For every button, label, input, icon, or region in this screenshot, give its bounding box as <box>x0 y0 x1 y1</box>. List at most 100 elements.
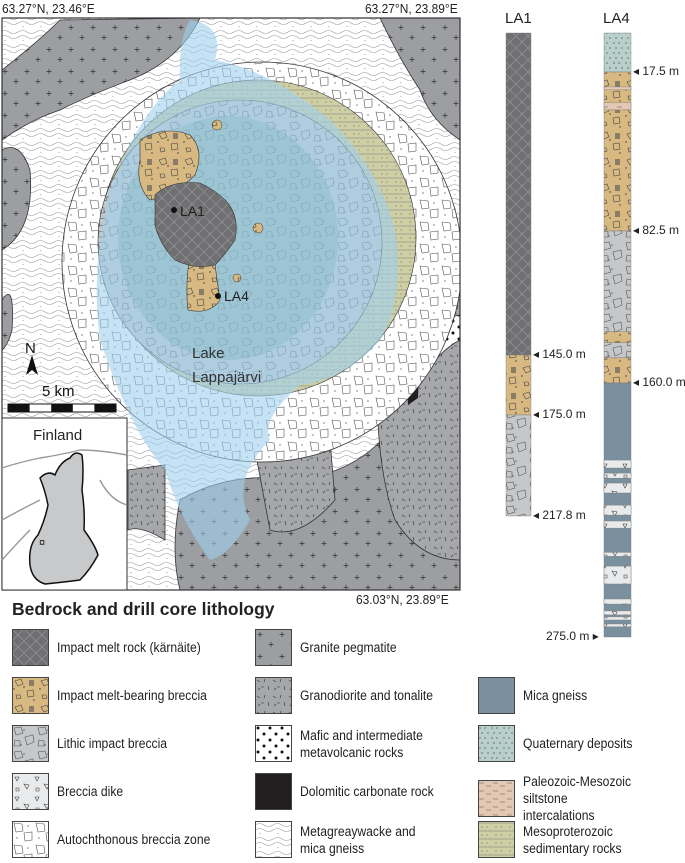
core-title-la1: LA1 <box>505 10 532 27</box>
legend-label: Quaternary deposits <box>523 736 633 751</box>
core-layer-dike <box>603 616 632 621</box>
core-layer-lithic <box>603 342 632 359</box>
core-layer-dike <box>603 472 632 479</box>
core-layer-dike <box>603 598 632 605</box>
core-layer-meltbreccia <box>603 71 632 232</box>
inset-label: Finland <box>33 427 82 444</box>
legend-swatch <box>478 780 515 817</box>
impact-site-marker-icon: ¤ <box>39 537 45 549</box>
core-layer-meltbreccia <box>603 357 632 384</box>
granite-unit <box>2 293 13 351</box>
granodiorite-unit <box>127 464 166 541</box>
melt-bearing-breccia-islet <box>211 119 223 131</box>
core-layer-dike <box>603 459 632 469</box>
drill-site-la1-label: LA1 <box>180 203 205 219</box>
drill-site-la4-marker[interactable] <box>215 293 221 299</box>
legend-label: Impact melt-bearing breccia <box>57 688 207 703</box>
legend-item-meltbreccia: Impact melt-bearing breccia <box>12 677 224 714</box>
core-layer-dike <box>603 504 632 516</box>
melt-bearing-breccia-islet <box>232 273 242 283</box>
legend-swatch <box>12 821 49 858</box>
core-layer-dike <box>603 520 632 529</box>
core-title-la4: LA4 <box>603 10 630 27</box>
depth-label: ◂ 160.0 m <box>633 375 685 389</box>
drill-site-la4-label: LA4 <box>224 288 249 304</box>
core-layer-lithic <box>505 414 532 517</box>
legend-item-lithic: Lithic impact breccia <box>12 725 179 762</box>
drill-site-la1-marker[interactable] <box>171 207 177 213</box>
finland-outline <box>28 452 99 585</box>
depth-label: ◂ 17.5 m <box>633 64 680 78</box>
legend-label: Mesoproterozoic sedimentary rocks <box>523 823 622 856</box>
neighbouring-borders <box>1 449 128 561</box>
legend-item-mafic: Mafic and intermediate metavolcanic rock… <box>255 725 437 762</box>
core-layer-siltstone <box>603 102 632 111</box>
legend-label: Breccia dike <box>57 784 124 799</box>
legend-swatch <box>255 629 292 666</box>
core-layer-dike <box>603 610 632 616</box>
legend-label: Lithic impact breccia <box>57 736 168 751</box>
granite-unit <box>2 18 201 141</box>
legend-swatch <box>255 821 292 858</box>
lake-label-line1: Lake <box>192 345 225 362</box>
melt-bearing-breccia-islet <box>252 222 264 234</box>
granite-unit <box>2 147 32 251</box>
legend-item-micagneiss: Mica gneiss <box>478 677 594 714</box>
core-layer-dike <box>603 482 632 494</box>
legend-item-granite: Granite pegmatite <box>255 629 407 666</box>
legend-swatch <box>255 677 292 714</box>
depth-label: ◂ 175.0 m <box>533 407 586 421</box>
core-layer-dike <box>603 552 632 557</box>
map-frame <box>1 17 461 591</box>
legend-swatch <box>478 725 515 762</box>
legend-label: Mafic and intermediate metavolcanic rock… <box>300 727 423 760</box>
legend-label: Granodiorite and tonalite <box>300 688 434 703</box>
legend-swatch <box>478 677 515 714</box>
legend-title: Bedrock and drill core lithology <box>12 599 275 619</box>
legend-swatch <box>12 773 49 810</box>
core-layer-meltbreccia <box>505 354 532 416</box>
core-layer-lithic <box>603 230 632 333</box>
lake-label-line2: Lappajärvi <box>192 369 261 386</box>
core-layer-meltbreccia <box>603 331 632 343</box>
geological-map: LA1 LA4 Lake Lappajärvi N 5 km ¤ Finland <box>1 17 461 591</box>
core-layer-dike <box>603 623 632 628</box>
impact-melt-rock-outcrop <box>154 182 237 267</box>
coord-top-right: 63.27°N, 23.89°E <box>365 1 458 16</box>
legend-item-dike: Breccia dike <box>12 773 131 810</box>
depth-label: ◂ 82.5 m <box>633 223 680 237</box>
depth-label: 275.0 m ▸ <box>546 629 599 643</box>
legend-swatch <box>12 629 49 666</box>
coord-bottom-right: 63.03°N, 23.89°E <box>356 592 449 607</box>
legend-label: Impact melt rock (kärnäite) <box>57 640 201 655</box>
north-arrow-icon <box>26 355 38 375</box>
core-layer-siltstone <box>603 86 632 91</box>
legend-swatch <box>255 773 292 810</box>
core-layer-dike <box>603 565 632 585</box>
legend-item-siltstone: Paleozoic-Mesozoic siltstone intercalati… <box>478 773 685 824</box>
legend-item-autoch: Autochthonous breccia zone <box>12 821 227 858</box>
legend-swatch <box>478 821 515 858</box>
depth-label: ◂ 145.0 m <box>533 347 586 361</box>
legend-item-melt: Impact melt rock (kärnäite) <box>12 629 217 666</box>
legend-label: Granite pegmatite <box>300 640 397 655</box>
scale-bar <box>7 403 117 413</box>
legend-swatch <box>12 725 49 762</box>
core-layer-melt <box>505 32 532 356</box>
legend-item-quaternary: Quaternary deposits <box>478 725 645 762</box>
granite-unit <box>379 18 460 141</box>
north-label: N <box>25 340 36 357</box>
legend-label: Mica gneiss <box>523 688 588 703</box>
legend-swatch <box>12 677 49 714</box>
legend-item-granodiorite: Granodiorite and tonalite <box>255 677 448 714</box>
legend-label: Dolomitic carbonate rock <box>300 784 434 799</box>
depth-label: ◂ 217.8 m <box>533 508 586 522</box>
legend-item-mesoproterozoic: Mesoproterozoic sedimentary rocks <box>478 821 633 858</box>
coord-top-left: 63.27°N, 23.46°E <box>2 1 95 16</box>
legend-label: Autochthonous breccia zone <box>57 832 211 847</box>
legend-item-greywacke: Metagreaywacke and mica gneiss <box>255 821 428 858</box>
legend-swatch <box>255 725 292 762</box>
legend-item-dolomite: Dolomitic carbonate rock <box>255 773 449 810</box>
drill-core-logs <box>505 32 632 638</box>
